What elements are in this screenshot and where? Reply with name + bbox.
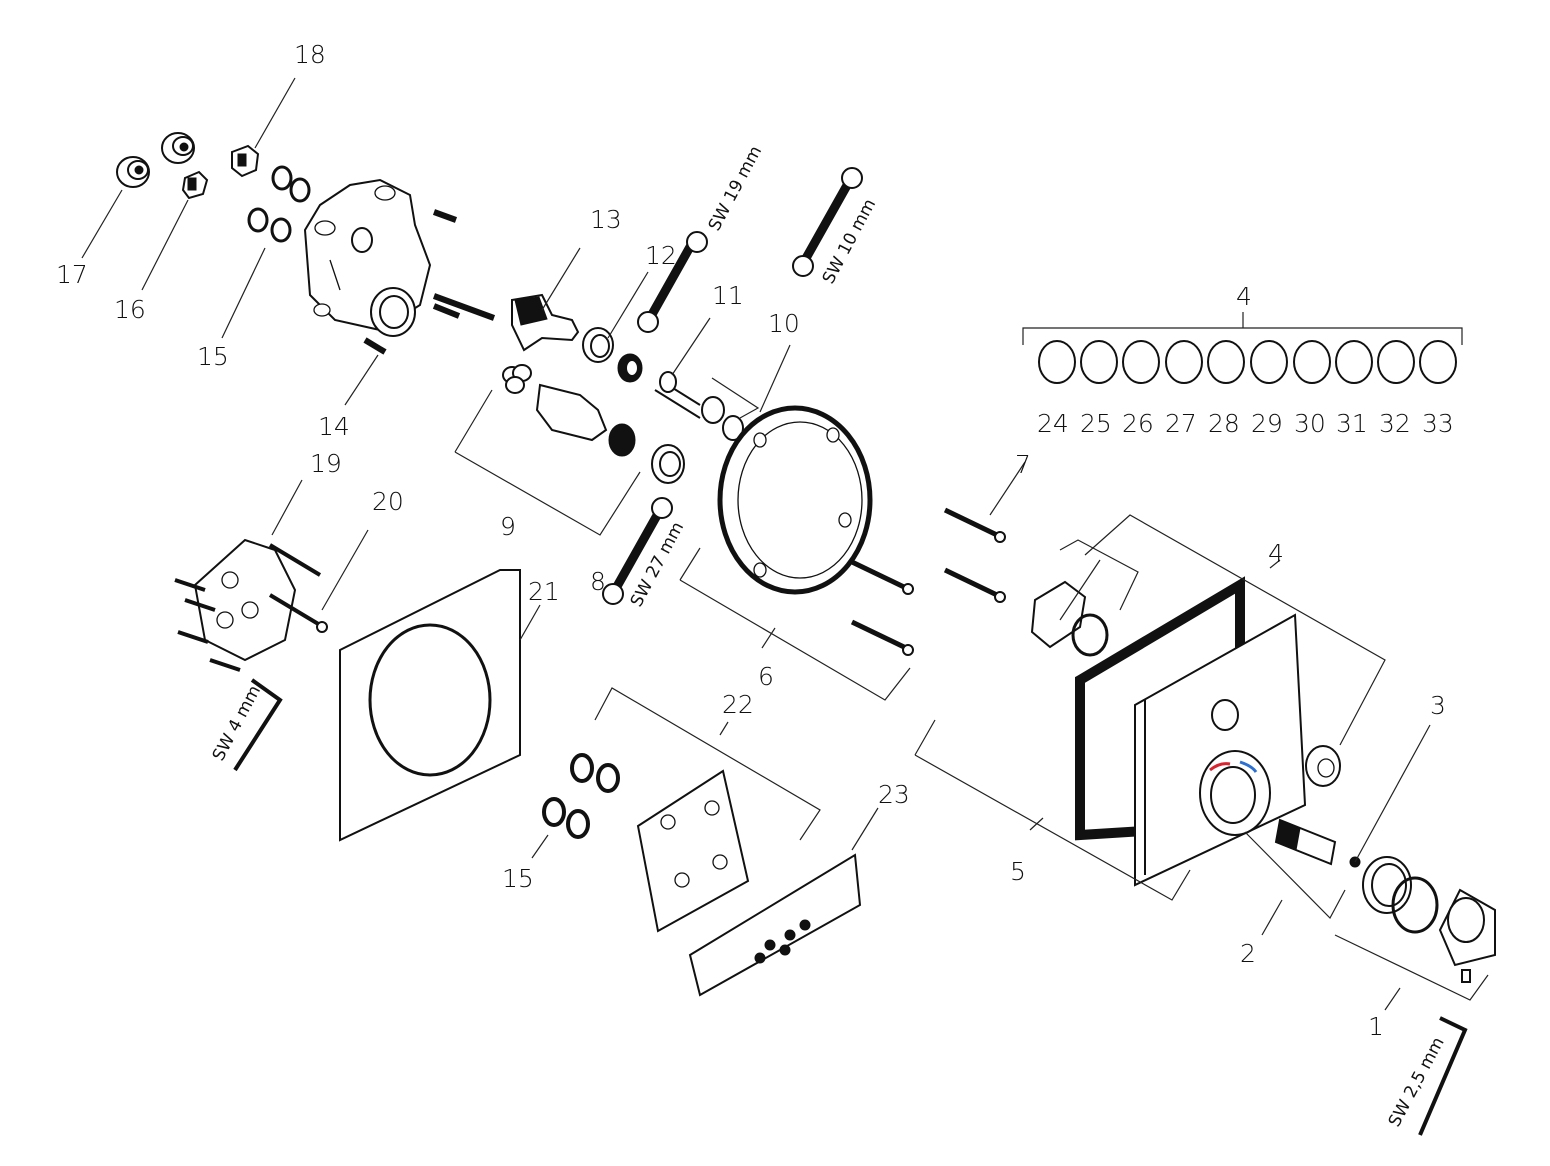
hex-key-sw4 [233, 678, 283, 772]
part-15-orings-bottom [542, 753, 620, 839]
button-number: 32 [1379, 409, 1411, 438]
button-number: 29 [1251, 409, 1283, 438]
tool-label-sw4: SW 4 mm [209, 682, 265, 764]
part-6-round-plate [717, 405, 873, 595]
callout-4b: 4 [1268, 539, 1284, 568]
hex-key-sw25 [1418, 1016, 1468, 1136]
wrench-sw19 [637, 231, 708, 333]
callout-2: 2 [1240, 939, 1256, 968]
callout-11: 11 [712, 281, 744, 310]
callout-18: 18 [294, 40, 326, 69]
tool-label-sw10: SW 10 mm [819, 196, 880, 288]
part-2-spline [1274, 818, 1337, 866]
callout-numbers: 17 16 15 18 14 13 12 11 10 9 19 20 21 8 … [56, 40, 1446, 1041]
part-10-sleeves [701, 396, 744, 441]
tool-label-sw25: SW 2,5 mm [1385, 1034, 1449, 1130]
part-16-nut [161, 132, 209, 200]
callout-20: 20 [372, 487, 404, 516]
callout-6: 6 [758, 662, 774, 691]
callout-15b: 15 [502, 864, 534, 893]
part-19-mounting-kit [174, 538, 322, 672]
part-12-nut [582, 327, 614, 363]
function-buttons [1038, 340, 1457, 384]
button-numbers: 24 25 26 27 28 29 30 31 32 33 [1037, 409, 1454, 438]
button-number: 33 [1422, 409, 1454, 438]
callout-13: 13 [590, 205, 622, 234]
part-1-handle [1391, 876, 1496, 983]
part-18-valve [231, 144, 260, 178]
part-23-template [688, 853, 862, 997]
part-22-mount-plate [636, 769, 750, 933]
part-11-spindle [617, 353, 701, 419]
callout-5: 5 [1010, 857, 1026, 886]
round-button [1305, 745, 1341, 787]
button-number: 31 [1336, 409, 1368, 438]
part-7-screws [850, 507, 1006, 656]
callout-17: 17 [56, 260, 88, 289]
part-5-trim-plate [1134, 613, 1307, 887]
leader-lines [81, 77, 1489, 1011]
callout-7: 7 [1015, 450, 1031, 479]
part-20-screw [268, 593, 328, 633]
callout-16: 16 [114, 295, 146, 324]
callout-19: 19 [310, 449, 342, 478]
callout-21: 21 [528, 577, 560, 606]
part-21-square-plate [339, 569, 521, 842]
callout-23: 23 [878, 780, 910, 809]
callout-14: 14 [318, 412, 350, 441]
wrench-sw27 [602, 497, 673, 605]
button-number: 28 [1208, 409, 1240, 438]
callout-12: 12 [645, 241, 677, 270]
part-17-nut [116, 156, 150, 188]
button-number: 24 [1037, 409, 1069, 438]
valve-body [303, 178, 432, 337]
part-9-cartridge [502, 364, 685, 484]
button-number: 26 [1122, 409, 1154, 438]
wrench-sw10 [792, 167, 863, 277]
part-15-orings-top [247, 165, 311, 243]
part-4-adapter [1030, 580, 1109, 657]
callout-22: 22 [722, 690, 754, 719]
callout-15a: 15 [197, 342, 229, 371]
body-screws [363, 209, 496, 355]
callout-10: 10 [768, 309, 800, 338]
part-3-ring [1349, 856, 1412, 914]
callout-3: 3 [1430, 691, 1446, 720]
tool-label-sw19: SW 19 mm [705, 143, 766, 235]
tool-label-sw27: SW 27 mm [627, 519, 688, 611]
callout-9: 9 [500, 512, 516, 541]
button-number: 25 [1080, 409, 1112, 438]
callout-8: 8 [590, 567, 606, 596]
button-number: 30 [1294, 409, 1326, 438]
callout-4a: 4 [1236, 282, 1252, 311]
button-number: 27 [1165, 409, 1197, 438]
part-13-cartridge [511, 293, 580, 352]
callout-1: 1 [1368, 1012, 1384, 1041]
